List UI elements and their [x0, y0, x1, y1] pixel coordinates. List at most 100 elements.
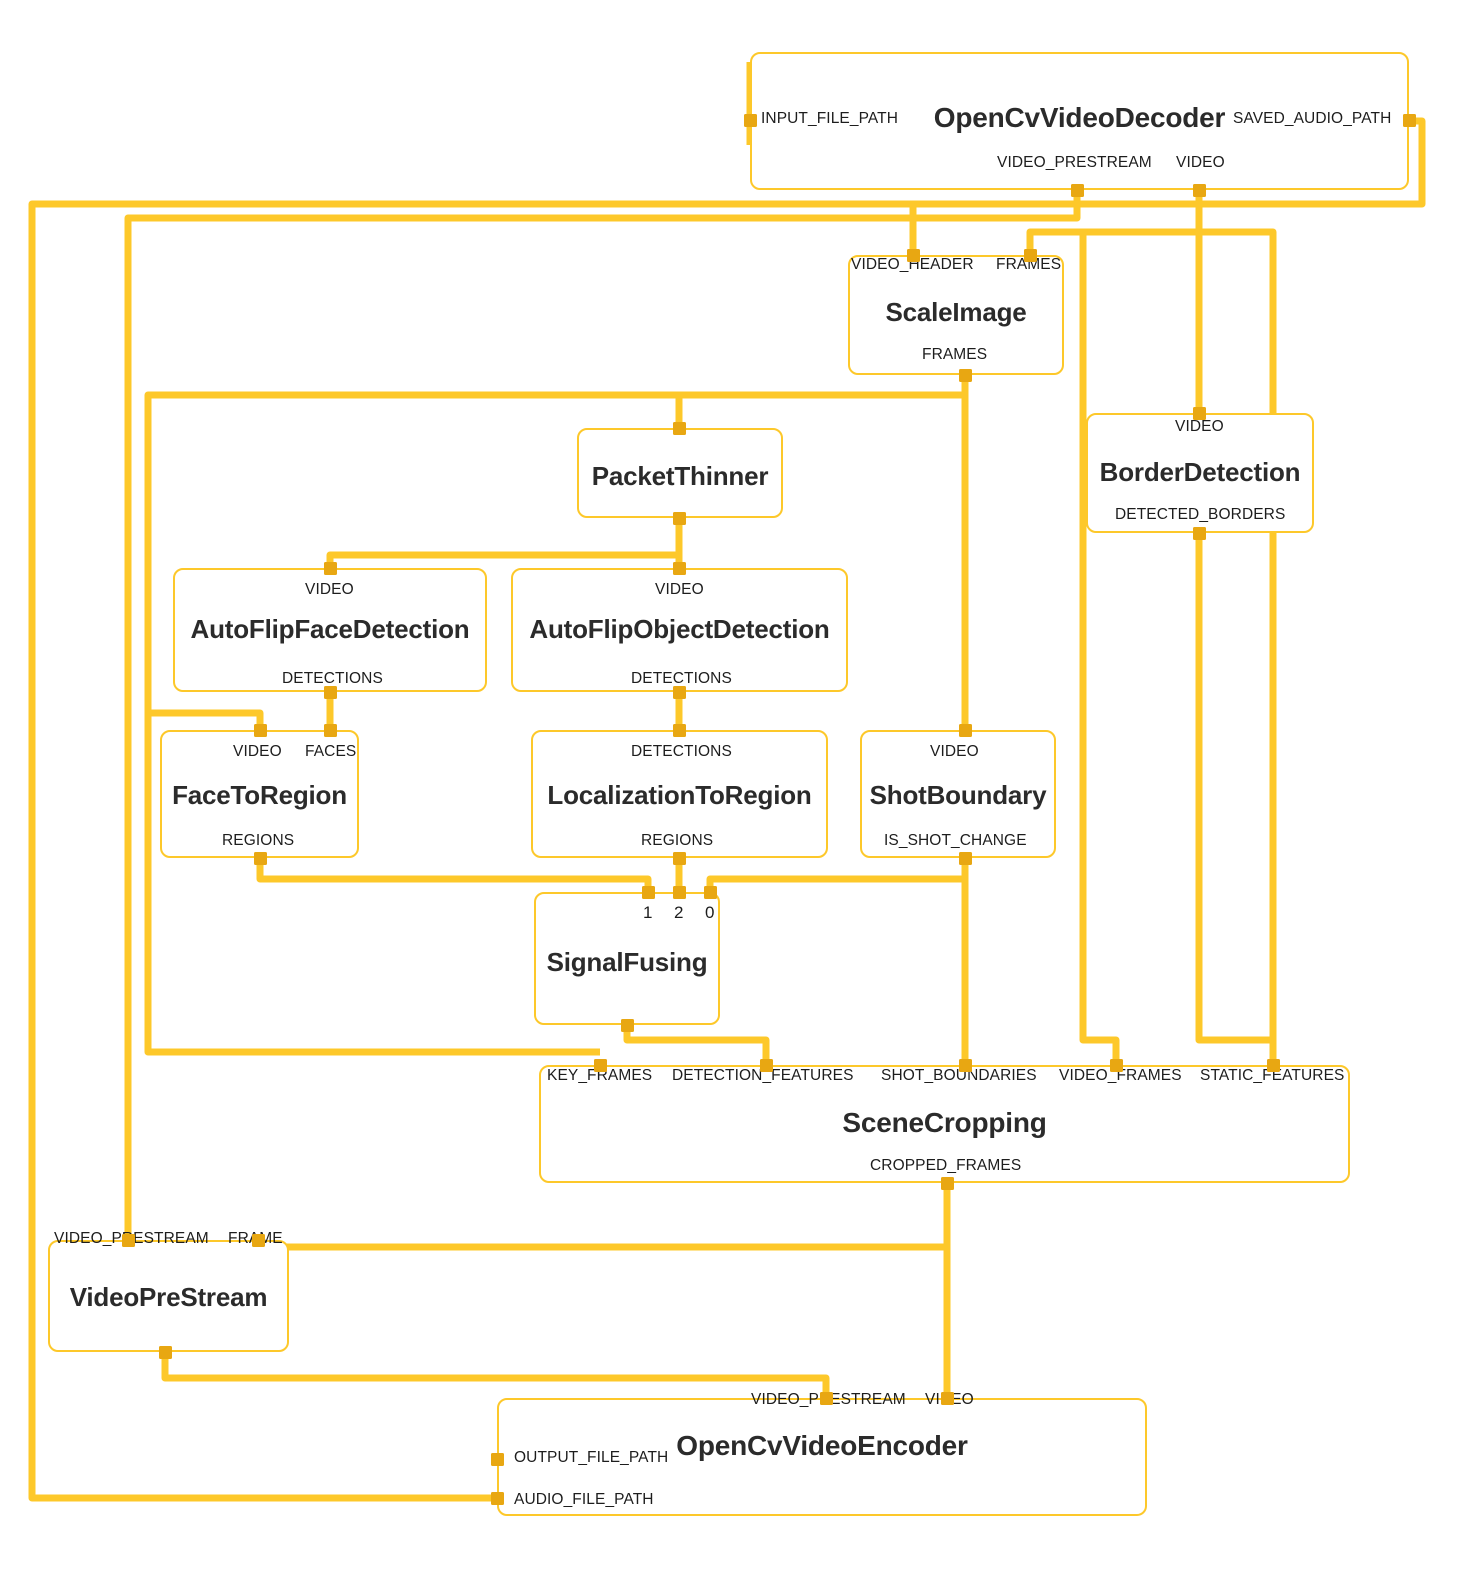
- port-scenecropping-shot-boundaries[interactable]: [959, 1059, 972, 1072]
- port-label-encoder-output-file-path[interactable]: OUTPUT_FILE_PATH: [514, 1449, 669, 1466]
- port-label-localization-detections[interactable]: DETECTIONS: [631, 743, 732, 760]
- port-signalfusing-1[interactable]: [642, 886, 655, 899]
- port-scaleimage-frames-out[interactable]: [959, 369, 972, 382]
- node-shot-boundary[interactable]: ShotBoundary: [860, 730, 1056, 858]
- node-title: SceneCropping: [842, 1107, 1047, 1138]
- port-signalfusing-2[interactable]: [673, 886, 686, 899]
- edge-signalfusing-to-detection-features: [623, 1025, 770, 1065]
- port-packetthinner-out[interactable]: [673, 512, 686, 525]
- port-scenecropping-detection-features[interactable]: [760, 1059, 773, 1072]
- port-videoprestream-video-prestream[interactable]: [122, 1234, 135, 1247]
- port-label-borderdetection-video[interactable]: VIDEO: [1175, 418, 1224, 435]
- port-label-signalfusing-0[interactable]: 0: [705, 903, 715, 922]
- port-scenecropping-video-frames[interactable]: [1110, 1059, 1123, 1072]
- port-decoder-input-file-path[interactable]: [744, 114, 757, 127]
- edge-detected-borders-rail: [1195, 533, 1277, 1065]
- port-encoder-audio-file-path[interactable]: [491, 1492, 504, 1505]
- node-title: FaceToRegion: [172, 780, 347, 810]
- edge-scaleimage-rail-to-video-frames: [1079, 232, 1120, 1065]
- port-label-scenecropping-video-frames[interactable]: VIDEO_FRAMES: [1059, 1067, 1182, 1084]
- port-label-facetoregion-regions[interactable]: REGIONS: [222, 832, 295, 849]
- port-packetthinner-in[interactable]: [673, 422, 686, 435]
- port-facedetection-detections[interactable]: [324, 686, 337, 699]
- port-facetoregion-video[interactable]: [254, 724, 267, 737]
- port-encoder-video-prestream[interactable]: [820, 1392, 833, 1405]
- node-border-detection[interactable]: BorderDetection: [1086, 413, 1314, 533]
- node-title: OpenCvVideoDecoder: [933, 102, 1226, 133]
- port-label-scaleimage-frames-in[interactable]: FRAMES: [996, 256, 1062, 273]
- port-label-scenecropping-cropped-frames[interactable]: CROPPED_FRAMES: [870, 1157, 1022, 1174]
- port-objectdetection-detections[interactable]: [673, 686, 686, 699]
- port-label-scaleimage-frames-out[interactable]: FRAMES: [922, 346, 988, 363]
- node-scale-image[interactable]: ScaleImage: [848, 255, 1064, 375]
- edge-video-to-static-features: [1195, 190, 1277, 1065]
- node-packet-thinner[interactable]: PacketThinner: [577, 428, 783, 518]
- port-label-facetoregion-faces[interactable]: FACES: [305, 743, 357, 760]
- port-label-facedetection-video[interactable]: VIDEO: [305, 581, 354, 598]
- port-label-facedetection-detections[interactable]: DETECTIONS: [282, 670, 383, 687]
- port-label-shotboundary-video[interactable]: VIDEO: [930, 743, 979, 760]
- node-localization-to-region[interactable]: LocalizationToRegion: [531, 730, 828, 858]
- port-facetoregion-regions[interactable]: [254, 852, 267, 865]
- port-label-encoder-audio-file-path[interactable]: AUDIO_FILE_PATH: [514, 1491, 654, 1508]
- port-signalfusing-0[interactable]: [704, 886, 717, 899]
- port-scenecropping-static-features[interactable]: [1267, 1059, 1280, 1072]
- node-title: AutoFlipFaceDetection: [190, 614, 470, 644]
- port-decoder-video-prestream[interactable]: [1071, 184, 1084, 197]
- port-shotboundary-video[interactable]: [959, 724, 972, 737]
- port-label-scenecropping-detection-features[interactable]: DETECTION_FEATURES: [672, 1067, 854, 1084]
- port-label-scenecropping-shot-boundaries[interactable]: SHOT_BOUNDARIES: [881, 1067, 1037, 1084]
- port-label-signalfusing-2[interactable]: 2: [674, 903, 684, 922]
- port-videoprestream-frame[interactable]: [252, 1234, 265, 1247]
- port-facetoregion-faces[interactable]: [324, 724, 337, 737]
- port-label-facetoregion-video[interactable]: VIDEO: [233, 743, 282, 760]
- port-label-borderdetection-detected-borders[interactable]: DETECTED_BORDERS: [1115, 506, 1286, 523]
- port-label-objectdetection-video[interactable]: VIDEO: [655, 581, 704, 598]
- port-localization-regions[interactable]: [673, 852, 686, 865]
- edge-videoprestream-to-encoder-prestream: [161, 1352, 830, 1398]
- node-signal-fusing[interactable]: SignalFusing: [534, 892, 720, 1025]
- node-title: LocalizationToRegion: [547, 780, 812, 810]
- port-videoprestream-out[interactable]: [159, 1346, 172, 1359]
- port-label-scenecropping-key-frames[interactable]: KEY_FRAMES: [547, 1067, 653, 1084]
- port-encoder-output-file-path[interactable]: [491, 1453, 504, 1466]
- node-title: ShotBoundary: [869, 780, 1047, 810]
- port-label-localization-regions[interactable]: REGIONS: [641, 832, 714, 849]
- edge-video-prestream-to-scaleimage-header: [909, 190, 1081, 255]
- port-shotboundary-is-shot-change[interactable]: [959, 852, 972, 865]
- port-scaleimage-video-header[interactable]: [907, 249, 920, 262]
- node-title: BorderDetection: [1099, 457, 1301, 487]
- port-decoder-saved-audio-path[interactable]: [1403, 114, 1416, 127]
- node-title: SignalFusing: [546, 947, 708, 977]
- port-label-scenecropping-static-features[interactable]: STATIC_FEATURES: [1200, 1067, 1345, 1084]
- port-label-scaleimage-video-header[interactable]: VIDEO_HEADER: [851, 256, 974, 273]
- node-opencv-video-encoder[interactable]: OpenCvVideoEncoder: [497, 1398, 1147, 1516]
- port-encoder-video[interactable]: [941, 1392, 954, 1405]
- port-label-decoder-video[interactable]: VIDEO: [1176, 154, 1225, 171]
- port-borderdetection-video[interactable]: [1193, 407, 1206, 420]
- port-scaleimage-frames-in[interactable]: [1024, 249, 1037, 262]
- port-label-decoder-saved-audio-path[interactable]: SAVED_AUDIO_PATH: [1233, 110, 1392, 127]
- port-label-signalfusing-1[interactable]: 1: [643, 903, 653, 922]
- port-scenecropping-key-frames[interactable]: [594, 1059, 607, 1072]
- port-label-decoder-input-file-path[interactable]: INPUT_FILE_PATH: [761, 110, 899, 127]
- node-opencv-video-decoder[interactable]: OpenCvVideoDecoder: [750, 52, 1409, 190]
- port-scenecropping-cropped-frames[interactable]: [941, 1177, 954, 1190]
- port-facedetection-video[interactable]: [324, 562, 337, 575]
- node-scene-cropping[interactable]: SceneCropping: [539, 1065, 1350, 1183]
- node-title: PacketThinner: [591, 461, 769, 491]
- port-objectdetection-video[interactable]: [673, 562, 686, 575]
- node-title: VideoPreStream: [69, 1282, 268, 1312]
- edge-cropped-frames-to-videoprestream-frame: [254, 1183, 951, 1251]
- port-signalfusing-out[interactable]: [621, 1019, 634, 1032]
- port-label-shotboundary-is-shot-change[interactable]: IS_SHOT_CHANGE: [884, 832, 1027, 849]
- port-label-decoder-video-prestream[interactable]: VIDEO_PRESTREAM: [997, 154, 1152, 171]
- edge-facetoregion-to-signalfusing-1: [256, 858, 652, 892]
- node-video-pre-stream[interactable]: VideoPreStream: [48, 1240, 289, 1352]
- port-borderdetection-detected-borders[interactable]: [1193, 527, 1206, 540]
- port-localization-detections[interactable]: [673, 724, 686, 737]
- port-label-objectdetection-detections[interactable]: DETECTIONS: [631, 670, 732, 687]
- node-autoflip-face-detection[interactable]: AutoFlipFaceDetection: [173, 568, 487, 692]
- port-decoder-video[interactable]: [1193, 184, 1206, 197]
